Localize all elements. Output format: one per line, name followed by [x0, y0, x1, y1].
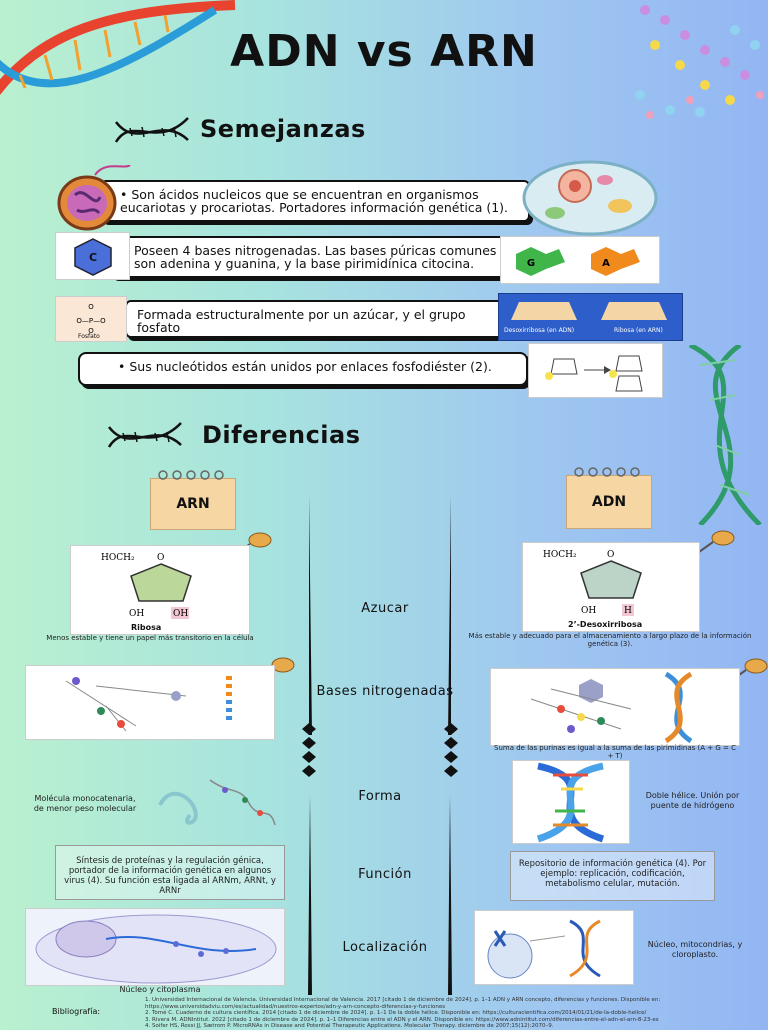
ribose-note: Menos estable y tiene un papel más trans… [46, 634, 254, 642]
svg-text:OH: OH [173, 609, 188, 619]
ribose-caption: Ribosa [131, 623, 162, 632]
single-strand-image [158, 779, 276, 826]
cytosine-image: C [55, 232, 130, 280]
reference-item: 2. Tomé C. Cuaderno de cultura científic… [145, 1010, 647, 1016]
phosphate-label: Fosfato [78, 333, 100, 340]
similarity-card-1: • Son ácidos nucleicos que se encuentran… [100, 180, 530, 222]
dna-beads-icon [635, 5, 764, 119]
green-helix-icon [688, 345, 762, 525]
notepad-rings-icon [574, 467, 640, 477]
tag-arn-label: ARN [176, 496, 210, 512]
ribose-label: Ribosa (en ARN) [614, 327, 663, 334]
similarity-text-4: Sus nucleótidos están unidos por enlaces… [129, 359, 492, 374]
tag-arn: ARN [150, 470, 236, 530]
svg-text:O: O [607, 550, 614, 560]
funcion-left-box: Síntesis de proteínas y la regulación gé… [55, 845, 285, 900]
bibliography-label: Bibliografía: [52, 1007, 101, 1016]
double-helix-image [512, 760, 630, 844]
push-pin-icon [698, 530, 735, 553]
svg-text:OH: OH [581, 606, 596, 616]
category-azucar: Azucar [361, 601, 409, 616]
category-bases: Bases nitrogenadas [316, 684, 454, 699]
dna-helix-icon [0, 0, 236, 96]
similarity-card-2: Poseen 4 bases nitrogenadas. Las bases p… [110, 236, 530, 278]
svg-text:HOCH₂: HOCH₂ [543, 550, 577, 560]
similarity-text-3: Formada estructuralmente por un azúcar, … [137, 307, 466, 335]
tag-adn-label: ADN [591, 494, 627, 510]
dna-strand-icon [107, 422, 182, 448]
svg-text:O: O [157, 553, 164, 563]
localizacion-right-note: Núcleo, mitocondrias, y cloroplasto. [647, 940, 743, 959]
svg-text:O: O [88, 327, 94, 335]
forma-left-note: Molécula monocatenaria, de menor peso mo… [33, 794, 137, 813]
svg-text:O—P—O: O—P—O [76, 317, 106, 325]
category-forma: Forma [358, 789, 402, 804]
ribose-image: HOCH₂ O OH OH Ribosa [70, 545, 250, 635]
bullet: • [118, 359, 130, 374]
svg-text:HOCH₂: HOCH₂ [101, 553, 135, 563]
page-title: ADN vs ARN [230, 26, 538, 77]
notepad-rings-icon [158, 470, 224, 480]
phosphate-image: O O—P—O O Fosfato [55, 296, 127, 342]
category-funcion: Función [358, 867, 412, 882]
similarity-text-2: Poseen 4 bases nitrogenadas. Las bases p… [134, 243, 497, 271]
funcion-right-box: Repositorio de información genética (4).… [510, 851, 715, 901]
localizacion-left-note: Núcleo y citoplasma [119, 985, 201, 994]
svg-text:OH: OH [129, 609, 144, 619]
divider-lines [302, 495, 458, 995]
base-letter-a: A [602, 258, 610, 269]
sugars-image: Desoxirribosa (en ADN) Ribosa (en ARN) [498, 293, 683, 341]
diferencias-heading: Diferencias [202, 421, 361, 449]
category-localizacion: Localización [342, 940, 428, 955]
dna-bases-image [490, 668, 740, 746]
tag-adn: ADN [566, 467, 652, 529]
rna-location-image [25, 908, 285, 986]
funcion-right-note: Repositorio de información genética (4).… [518, 859, 707, 889]
dna-location-image [474, 910, 634, 985]
base-letter-c: C [89, 251, 97, 264]
similarity-card-3: Formada estructuralmente por un azúcar, … [125, 300, 505, 338]
deoxyribose-label: Desoxirribosa (en ADN) [504, 327, 575, 334]
forma-right-note: Doble hélice. Unión por puente de hidróg… [645, 791, 740, 810]
purines-image: G A [500, 236, 660, 284]
reference-item: 1. Universidad Internacional de Valencia… [145, 997, 661, 1010]
svg-text:O: O [88, 303, 94, 311]
phosphodiester-image [528, 343, 663, 398]
bullet: • [120, 187, 132, 202]
bases-note: Suma de las purinas es igual a la suma d… [494, 744, 736, 760]
bacteria-icon [57, 165, 131, 231]
bibliography-list: 1. Universidad Internacional de Valencia… [145, 997, 745, 1030]
deoxyribose-note: Más estable y adecuado para el almacenam… [468, 632, 752, 648]
reference-item: 3. Rivera M. ADNIntitut. 2022 [citado 1 … [145, 1016, 659, 1023]
similarity-card-4: • Sus nucleótidos están unidos por enlac… [78, 352, 528, 386]
rna-bases-image [25, 665, 275, 740]
dna-strand-icon [114, 117, 189, 143]
deoxyribose-caption: 2’-Desoxirribosa [568, 620, 643, 629]
eukaryotic-cell-icon [522, 160, 658, 236]
deoxyribose-image: HOCH₂ O OH H 2’-Desoxirribosa [522, 542, 700, 632]
semejanzas-heading: Semejanzas [200, 115, 366, 143]
base-letter-g: G [527, 258, 535, 269]
similarity-text-1: Son ácidos nucleicos que se encuentran e… [120, 187, 509, 215]
funcion-left-note: Síntesis de proteínas y la regulación gé… [64, 856, 276, 896]
svg-text:H: H [624, 606, 632, 616]
